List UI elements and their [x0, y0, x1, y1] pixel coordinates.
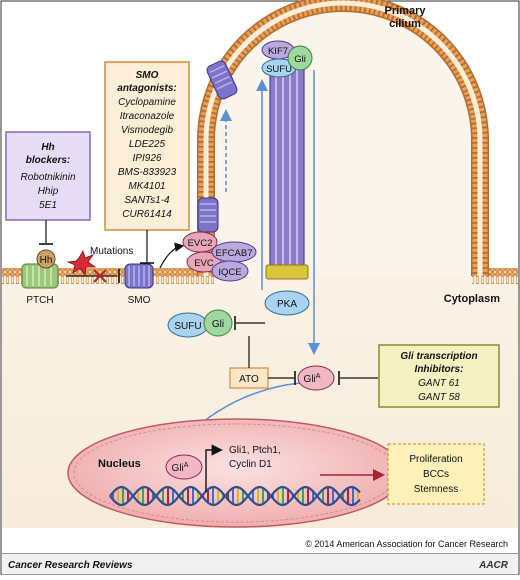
smo-antagonist-item: BMS-833923 [118, 167, 177, 178]
gli-active-cytoplasm [297, 365, 335, 391]
smo-antagonist-item: IPI926 [133, 153, 162, 164]
outcome-item: BCCs [423, 469, 449, 480]
outcome-item: Proliferation [409, 454, 462, 465]
gli-inhibitors-box [378, 344, 500, 408]
pka-label: PKA [277, 299, 297, 310]
smo-antagonists-title-1: SMO [136, 70, 159, 81]
dna-helix [109, 485, 361, 507]
gli-active-nucleus-label: GliA [172, 462, 189, 474]
smo-antagonist-item: LDE225 [129, 139, 166, 150]
mutations-label: Mutations [90, 246, 133, 257]
iqce-label: IQCE [218, 267, 241, 278]
evc-label: EVC [194, 258, 214, 269]
smo-ciliary-upper [206, 60, 238, 100]
footer-bar [2, 554, 518, 574]
smo-antagonist-item: Vismodegib [121, 125, 174, 136]
sufu-cytoplasm-label: SUFU [174, 321, 201, 332]
outcome-item: Stemness [414, 484, 458, 495]
hh-blockers-title-1: Hh [41, 142, 54, 153]
ptch-label: PTCH [26, 295, 53, 306]
gli-cilium [287, 45, 313, 71]
gli-cytoplasm-label: Gli [212, 319, 224, 330]
smo-receptor [124, 263, 154, 289]
evc2-label: EVC2 [188, 238, 213, 249]
smo-antagonist-item: SANTs1-4 [124, 195, 170, 206]
ptch-receptor [21, 263, 59, 289]
kif7-label: KIF7 [268, 46, 288, 57]
smo-label: SMO [128, 295, 151, 306]
aacr-logo: AACR [478, 560, 509, 571]
primary-cilium-label-2: cilium [389, 18, 421, 30]
smo-antagonist-item: CUR61414 [122, 209, 172, 220]
smo-to-evc-arrow [159, 242, 185, 269]
cilium-axoneme [265, 59, 309, 280]
gli-cilium-label: Gli [294, 54, 306, 65]
nucleus-label: Nucleus [98, 458, 141, 470]
copyright-text: © 2014 American Association for Cancer R… [305, 539, 508, 549]
target-genes-line-1: Gli1, Ptch1, [229, 445, 281, 456]
hh-ligand [36, 249, 56, 269]
efcab7-label: EFCAB7 [216, 248, 253, 259]
mutation-star [66, 249, 97, 277]
smo-antagonists-title-2: antagonists: [117, 83, 176, 94]
smo-antagonist-item: Itraconazole [120, 111, 175, 122]
primary-cilium-label-1: Primary [385, 5, 427, 17]
hh-blockers-box [5, 131, 91, 221]
gli-active-label: GliA [304, 373, 321, 385]
smo-antagonist-item: MK4101 [128, 181, 165, 192]
gli-inhibitor-item: GANT 58 [418, 392, 460, 403]
gli-active-nucleus [165, 454, 203, 480]
journal-name: Cancer Research Reviews [8, 560, 133, 571]
sufu-cilium-label: SUFU [266, 64, 292, 75]
hh-blockers-title-2: blockers: [26, 155, 70, 166]
pka-protein [264, 290, 310, 316]
hh-blocker-item: 5E1 [39, 200, 57, 211]
nucleus [67, 418, 405, 528]
gli-cytoplasm [203, 309, 233, 337]
target-genes-line-2: Cyclin D1 [229, 459, 272, 470]
gli-inhibitor-item: GANT 61 [418, 378, 460, 389]
transcription-start-arrow [205, 444, 223, 492]
hh-blocker-item: Robotnikinin [20, 172, 75, 183]
smo-antagonist-item: Cyclopamine [118, 97, 176, 108]
hh-blocker-item: Hhip [38, 186, 59, 197]
gli-inhibitors-title-2: Inhibitors: [415, 364, 464, 375]
outcomes-box [387, 443, 485, 505]
evc-complex [182, 231, 257, 282]
gli-inhibitors-title-1: Gli transcription [400, 351, 477, 362]
cytoplasm-label: Cytoplasm [444, 293, 500, 305]
ato-label: ATO [239, 374, 259, 385]
smo-antagonists-list: CyclopamineItraconazoleVismodegibLDE225I… [118, 97, 177, 220]
hh-label: Hh [40, 255, 53, 266]
smo-ciliary-lower [197, 197, 219, 233]
